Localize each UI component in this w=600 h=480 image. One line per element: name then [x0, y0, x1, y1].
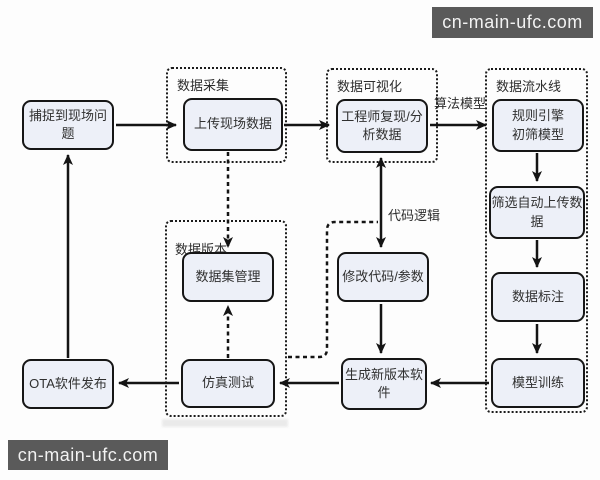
node-label: 上传现场数据	[193, 116, 272, 132]
node-label: 模型训练	[511, 374, 564, 390]
node-data-annotation: 数据标注	[491, 272, 585, 322]
node-ota-release: OTA软件发布	[22, 359, 114, 409]
node-upload-data: 上传现场数据	[183, 98, 283, 151]
node-generate-new-version: 生成新版本软 件	[341, 358, 427, 410]
edge-label-algorithm-model: 算法模型	[434, 96, 487, 111]
node-label: 筛选自动上传数 据	[491, 195, 583, 229]
group-label-data-pipeline: 数据流水线	[496, 79, 562, 94]
group-label-data-visualization: 数据可视化	[337, 79, 403, 94]
group-data-pipeline: 数据流水线	[485, 68, 588, 413]
node-capture-issue: 捕捉到现场问题	[22, 100, 114, 150]
node-label: 工程师复现/分 析数据	[341, 108, 423, 142]
node-modify-code-params: 修改代码/参数	[337, 252, 429, 302]
edge-label-code-logic: 代码逻辑	[388, 208, 441, 223]
node-model-training: 模型训练	[491, 358, 585, 408]
group-data-collection: 数据采集	[166, 67, 287, 163]
watermark-bottom-left: cn-main-ufc.com	[8, 440, 168, 470]
node-filter-auto-upload: 筛选自动上传数 据	[489, 186, 585, 239]
node-label: OTA软件发布	[29, 375, 107, 391]
node-label: 仿真测试	[201, 375, 254, 391]
node-simulation-test: 仿真测试	[181, 359, 275, 408]
node-dataset-management: 数据集管理	[182, 252, 274, 302]
node-label: 生成新版本软 件	[344, 366, 423, 400]
node-rule-engine-model: 规则引擎 初筛模型	[492, 99, 584, 152]
node-label: 数据集管理	[195, 268, 261, 284]
node-label: 数据标注	[511, 288, 564, 304]
watermark-top-right: cn-main-ufc.com	[432, 7, 593, 38]
node-label: 修改代码/参数	[342, 268, 424, 284]
node-label: 捕捉到现场问题	[28, 107, 107, 141]
node-engineer-analyze: 工程师复现/分 析数据	[336, 99, 428, 153]
shadow-artifact	[162, 419, 288, 427]
group-label-data-collection: 数据采集	[177, 78, 230, 93]
node-label: 规则引擎 初筛模型	[511, 108, 564, 142]
